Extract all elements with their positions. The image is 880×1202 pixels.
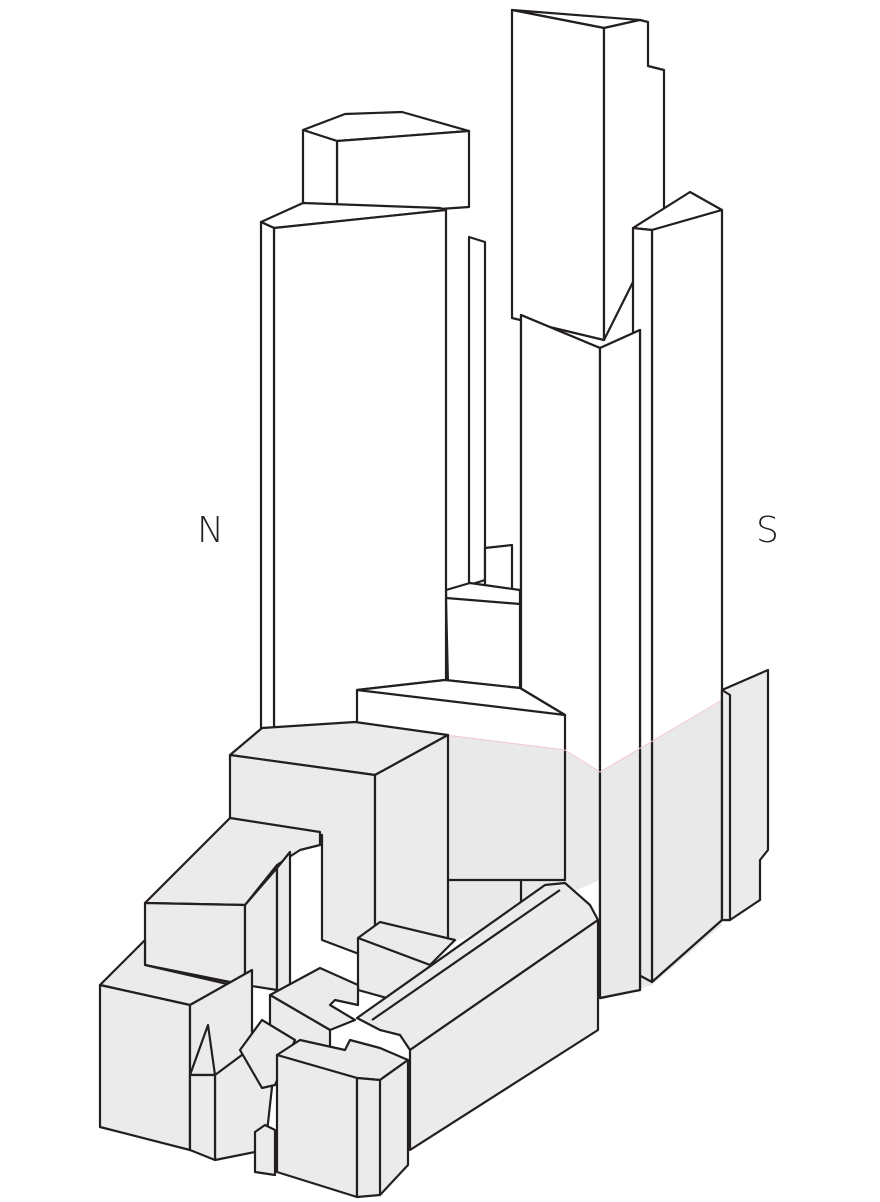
tall-tower-south bbox=[510, 8, 666, 342]
long-roof-block bbox=[355, 881, 600, 1152]
south-label: S bbox=[756, 510, 779, 551]
block-b bbox=[143, 816, 322, 997]
shading-edge bbox=[445, 699, 723, 773]
north-label: N bbox=[197, 510, 224, 551]
middle-connector bbox=[444, 235, 522, 692]
podium-shading bbox=[446, 700, 722, 1000]
tower-north bbox=[259, 110, 471, 742]
church bbox=[188, 1018, 297, 1177]
right-low-block bbox=[720, 668, 770, 922]
block-f bbox=[275, 1038, 410, 1199]
